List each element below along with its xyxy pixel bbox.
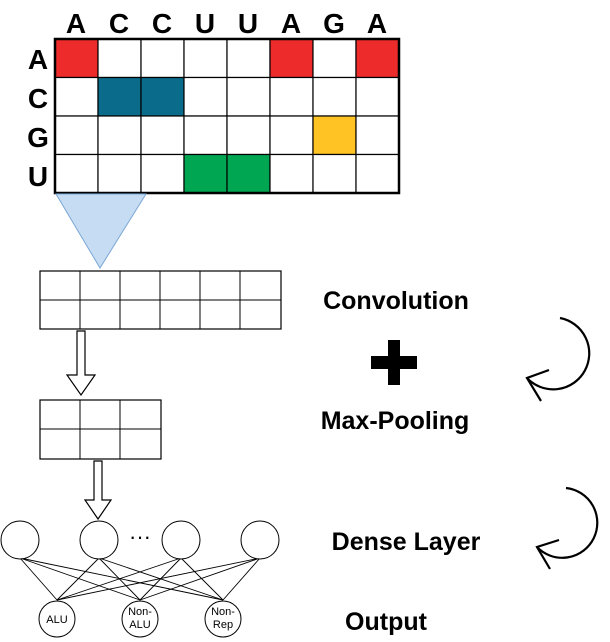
- one-hot-cell-active: [54, 38, 99, 79]
- base-label: A: [28, 44, 48, 75]
- one-hot-cell: [355, 115, 400, 156]
- one-hot-cell: [54, 76, 99, 117]
- output-node-label: ALU: [129, 619, 150, 631]
- one-hot-cell: [269, 115, 314, 156]
- dense-node: [240, 520, 280, 560]
- sequence-letter: C: [109, 8, 129, 39]
- convolution-label: Convolution: [323, 287, 469, 315]
- one-hot-cell: [140, 115, 185, 156]
- dense-node: [161, 520, 201, 560]
- connection-line: [222, 557, 261, 601]
- output-label: Output: [345, 608, 428, 636]
- sequence-letter: A: [66, 8, 86, 39]
- one-hot-cell: [54, 115, 99, 156]
- connection-line: [19, 557, 58, 601]
- max-pooling-label: Max-Pooling: [321, 407, 470, 435]
- connection-line: [19, 557, 141, 601]
- convolution-kernel-projection: [55, 193, 147, 269]
- connection-line: [180, 557, 224, 601]
- connection-line: [56, 557, 261, 601]
- output-node-label: ALU: [46, 614, 67, 626]
- sequence-letter: A: [281, 8, 301, 39]
- output-node-alu: [38, 600, 76, 638]
- one-hot-cell: [226, 76, 271, 117]
- output-node-label: Non-: [211, 606, 235, 618]
- repeat-loop-icon: [535, 486, 599, 570]
- dense-node: [79, 520, 119, 560]
- pooled-feature-map: [39, 399, 162, 460]
- one-hot-cell: [269, 153, 314, 194]
- sequence-letter: U: [195, 8, 215, 39]
- one-hot-cell: [97, 115, 142, 156]
- connection-line: [56, 557, 100, 601]
- one-hot-cell-active: [183, 153, 228, 194]
- output-nodes: ALU Non- ALU Non- Rep: [38, 600, 242, 638]
- one-hot-cell-active: [269, 38, 314, 79]
- one-hot-cell: [97, 153, 142, 194]
- base-labels: A C G U: [27, 44, 49, 192]
- plus-icon: [371, 340, 417, 385]
- dense-connections: [19, 557, 261, 601]
- repeat-loop-icon: [525, 316, 591, 402]
- connection-line: [56, 557, 182, 601]
- one-hot-cell: [312, 38, 357, 79]
- sequence-letter: U: [238, 8, 258, 39]
- base-label: U: [28, 161, 48, 192]
- one-hot-cell-active: [226, 153, 271, 194]
- one-hot-cell-active: [140, 76, 185, 117]
- connection-line: [19, 557, 224, 601]
- base-label: G: [27, 122, 49, 153]
- down-arrow-icon: [65, 330, 97, 397]
- one-hot-matrix-border: [53, 37, 401, 195]
- output-node-label: Rep: [213, 619, 233, 631]
- one-hot-cell: [183, 115, 228, 156]
- one-hot-cell: [312, 76, 357, 117]
- one-hot-cell-active: [312, 115, 357, 156]
- one-hot-cell: [226, 38, 271, 79]
- down-arrow-icon: [83, 460, 113, 521]
- dense-layer-label: Dense Layer: [332, 528, 481, 556]
- one-hot-matrix: [54, 38, 400, 194]
- sequence-letter: C: [152, 8, 172, 39]
- dense-node: [0, 520, 40, 560]
- one-hot-cell: [183, 38, 228, 79]
- convolution-feature-map: [39, 270, 282, 330]
- one-hot-cell: [97, 38, 142, 79]
- connection-line: [139, 557, 261, 601]
- sequence-letter: A: [367, 8, 387, 39]
- dense-layer-nodes: ···: [0, 520, 280, 560]
- output-node-non-rep: [204, 600, 242, 638]
- base-label: C: [28, 83, 48, 114]
- one-hot-cell: [269, 76, 314, 117]
- ellipsis: ···: [129, 524, 151, 549]
- output-node-non-alu: [121, 600, 159, 638]
- sequence-letter: G: [323, 8, 345, 39]
- one-hot-cell: [183, 76, 228, 117]
- output-node-label: Non-: [128, 606, 152, 618]
- sequence-header: A C C U U A G A: [66, 8, 387, 39]
- one-hot-cell-active: [355, 38, 400, 79]
- one-hot-cell: [312, 153, 357, 194]
- one-hot-cell: [226, 115, 271, 156]
- one-hot-cell: [54, 153, 99, 194]
- one-hot-cell: [355, 76, 400, 117]
- one-hot-cell-active: [97, 76, 142, 117]
- one-hot-cell: [140, 38, 185, 79]
- one-hot-cell: [140, 153, 185, 194]
- one-hot-cell: [355, 153, 400, 194]
